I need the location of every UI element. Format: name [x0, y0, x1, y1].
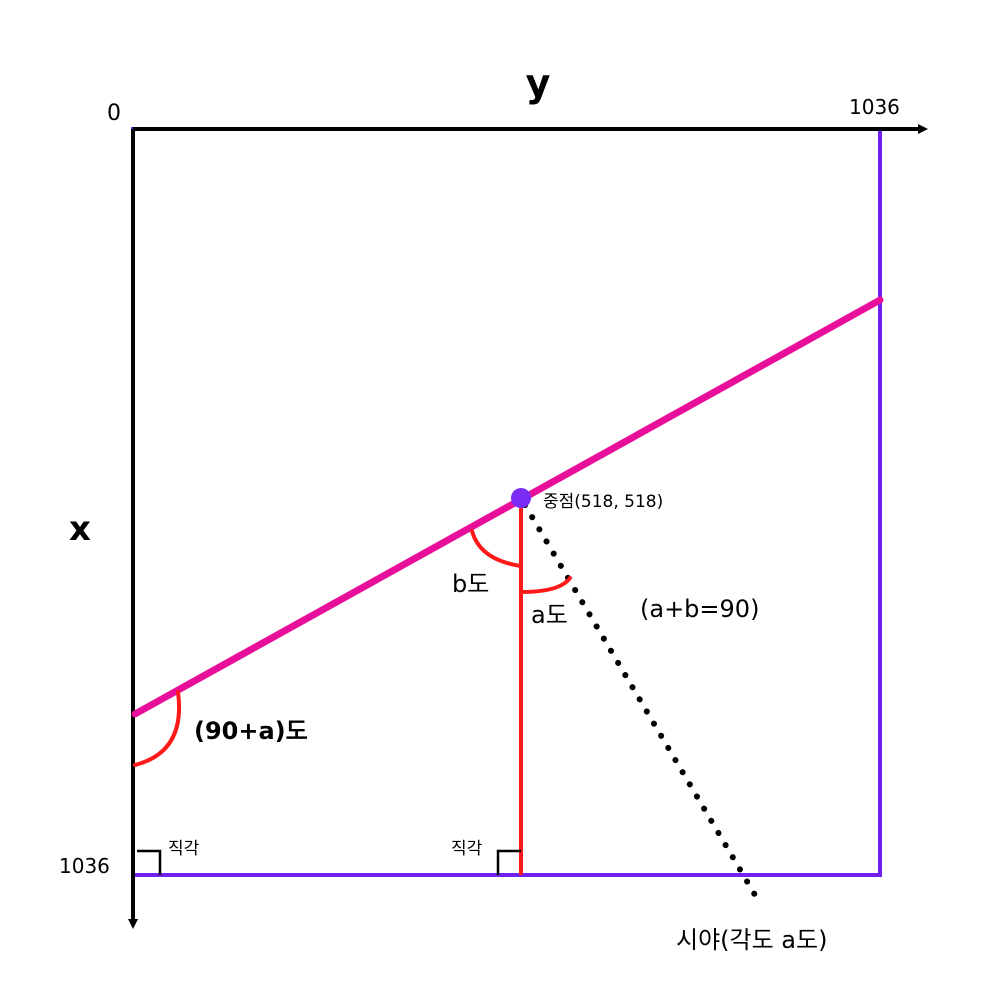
view-angle-label: 시야(각도 a도): [676, 926, 827, 954]
left-angle-label: (90+a)도: [194, 717, 308, 745]
x-max-label: 1036: [59, 854, 110, 878]
right-angle-mark-center: [496, 849, 521, 875]
center-label: 중점(518, 518): [543, 492, 663, 512]
origin-label: 0: [107, 101, 121, 126]
a-angle-arc: [519, 576, 572, 594]
right-angle-mark-left: [137, 849, 162, 875]
sum-note-label: (a+b=90): [640, 595, 759, 623]
a-angle-label: a도: [531, 601, 568, 629]
center-point: [511, 488, 531, 508]
sight-line: [522, 502, 761, 903]
right-angle-label-left: 직각: [168, 839, 200, 859]
y-axis-label: y: [526, 61, 551, 105]
x-axis-label: x: [69, 509, 91, 549]
b-angle-arc: [470, 529, 523, 568]
left-angle-arc: [133, 690, 181, 767]
square-boundary: [131, 127, 882, 877]
b-angle-label: b도: [452, 570, 489, 598]
right-angle-label-center: 직각: [451, 839, 483, 859]
y-max-label: 1036: [849, 95, 900, 119]
diagonal-line: [131, 296, 884, 718]
